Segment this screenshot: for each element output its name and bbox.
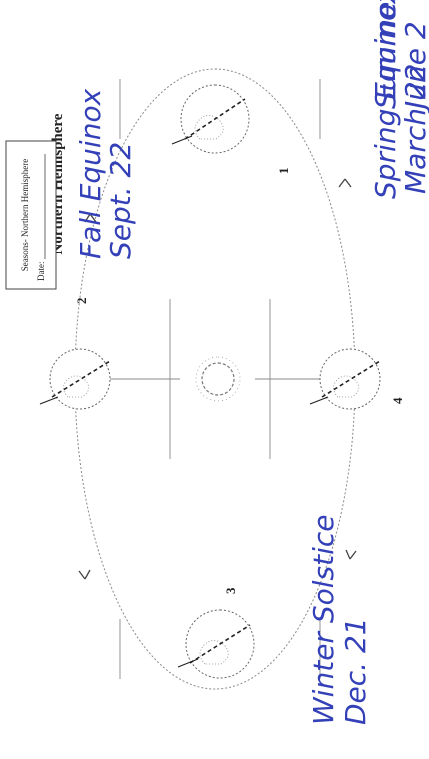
date-label-3: Dec. 21	[339, 617, 372, 725]
earth-icon	[309, 348, 381, 410]
orbit-path	[74, 68, 356, 690]
date-label-1: June 2	[399, 21, 429, 114]
date-label: Date:	[36, 262, 46, 282]
season-label-2: Fall Equinox	[74, 88, 107, 259]
season-label-1: Summer	[369, 0, 402, 109]
earth-icon	[171, 84, 250, 154]
season-label-3: Winter Solstice	[307, 515, 340, 725]
earth-icon	[39, 348, 111, 410]
date-label-4: March 22	[399, 64, 429, 195]
orbit-arrow-icon	[78, 178, 357, 580]
header-label: Seasons- Northern Hemisphere	[20, 159, 30, 271]
position-number-3: 3	[223, 587, 238, 594]
position-number-4: 4	[390, 397, 405, 404]
position-number-1: 1	[276, 168, 291, 175]
date-label-2: Sept. 22	[104, 142, 137, 259]
season-label-4: Spring Equinox	[369, 0, 402, 199]
rotated-worksheet: Northern Hemisphere Seasons- Northern He…	[5, 0, 429, 725]
position-number-2: 2	[74, 298, 89, 305]
earth-icon	[177, 609, 255, 679]
sun-icon	[195, 356, 241, 402]
header-box: Seasons- Northern Hemisphere Date:	[5, 140, 57, 290]
